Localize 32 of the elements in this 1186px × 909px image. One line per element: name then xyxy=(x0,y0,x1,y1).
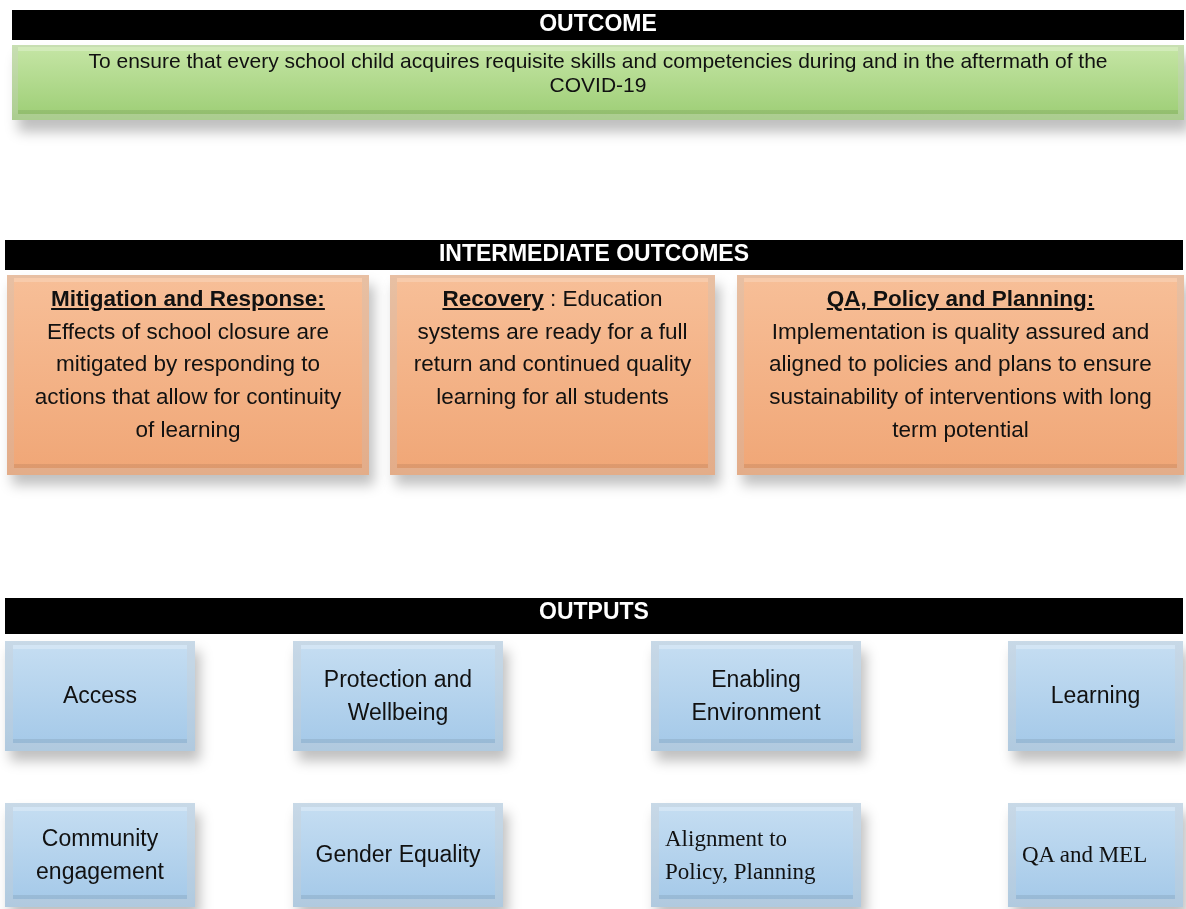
section-header-bar xyxy=(5,598,1183,634)
outcome-box xyxy=(12,45,1184,120)
body-text: QA and MEL xyxy=(1022,841,1148,870)
body-text: Learning xyxy=(1050,681,1141,711)
output-box xyxy=(293,641,503,751)
body-text: To ensure that every school child acquires requisite skills and competencies during and in the aftermath of the COVID-19 xyxy=(87,49,1109,97)
output-box xyxy=(293,803,503,907)
body-text: Alignment to Policy, Planning xyxy=(665,824,817,886)
body-text: Implementation is quality assured and aligned to policies and plans to ensure sustainability of interventions with long term potential xyxy=(768,317,1153,444)
body-text: Gender Equality xyxy=(315,840,481,870)
section-title: OUTPUTS xyxy=(539,598,649,625)
output-box xyxy=(1008,803,1183,907)
output-box xyxy=(651,803,861,907)
intermediate-outcome-box xyxy=(390,275,715,475)
section-header-bar xyxy=(5,240,1183,270)
heading-text: QA, Policy and Planning: xyxy=(826,285,1095,313)
intermediate-outcome-box xyxy=(7,275,369,475)
body-text: Community engagement xyxy=(35,823,165,886)
intermediate-outcome-box xyxy=(737,275,1184,475)
section-header-bar xyxy=(12,10,1184,40)
heading-text: Mitigation and Response: xyxy=(51,285,325,313)
output-box xyxy=(1008,641,1183,751)
output-box xyxy=(5,803,195,907)
body-text: Recovery : Education systems are ready for a full return and continued quality learning for all students xyxy=(412,285,693,411)
output-box xyxy=(5,641,195,751)
body-text: Enabling Environment xyxy=(690,664,822,727)
body-text: Effects of school closure are mitigated by responding to actions that allow for continuity of learning xyxy=(33,317,343,444)
section-title: INTERMEDIATE OUTCOMES xyxy=(438,240,750,267)
body-text: Protection and Wellbeing xyxy=(322,664,474,727)
output-box xyxy=(651,641,861,751)
section-title: OUTCOME xyxy=(539,10,657,37)
body-text: Access xyxy=(62,681,138,711)
